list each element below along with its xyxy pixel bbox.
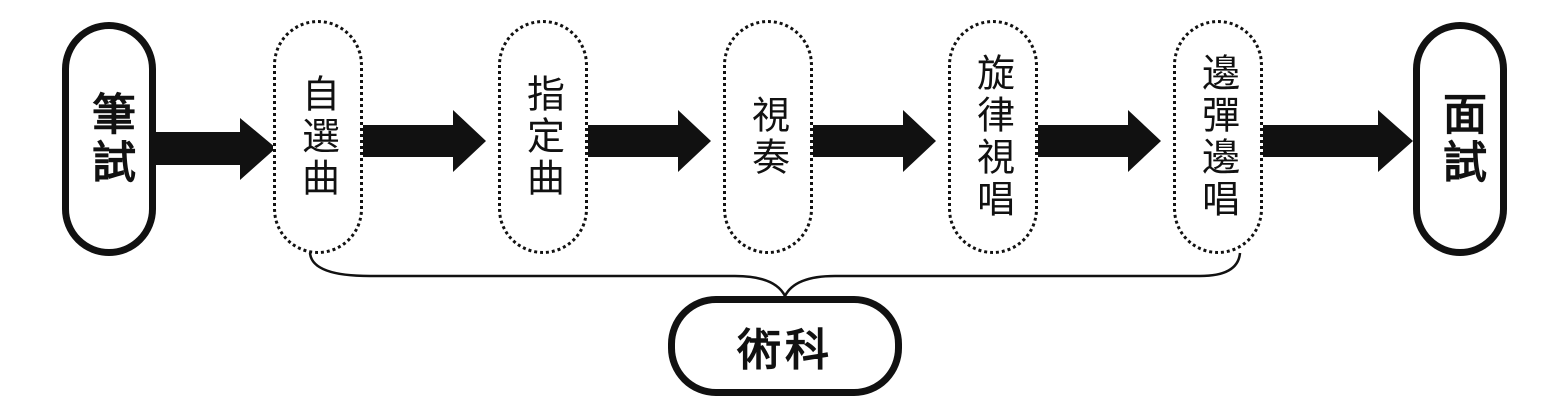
step-node-4: 旋律視唱: [948, 20, 1038, 254]
step-label: 視奏: [745, 95, 790, 179]
step-label: 邊彈邊唱: [1195, 53, 1240, 221]
arrow-6: [1263, 110, 1413, 172]
step-node-5: 邊彈邊唱: [1173, 20, 1263, 254]
arrow-5: [1038, 110, 1161, 172]
step-node-2: 指定曲: [498, 20, 588, 254]
step-node-3: 視奏: [723, 20, 813, 254]
end-label: 面試: [1435, 91, 1486, 187]
arrow-2: [363, 110, 486, 172]
arrow-4: [813, 110, 936, 172]
step-node-1: 自選曲: [273, 20, 363, 254]
start-label: 筆試: [84, 91, 135, 187]
brace: [308, 252, 1242, 299]
start-node-written-exam: 筆試: [62, 22, 156, 256]
arrow-3: [588, 110, 711, 172]
arrow-1: [155, 118, 276, 180]
group-node-practical: 術科: [668, 296, 902, 396]
group-label: 術科: [737, 325, 833, 376]
step-label: 自選曲: [295, 74, 340, 200]
step-label: 旋律視唱: [970, 53, 1015, 221]
step-label: 指定曲: [520, 74, 565, 200]
end-node-interview: 面試: [1413, 22, 1507, 256]
